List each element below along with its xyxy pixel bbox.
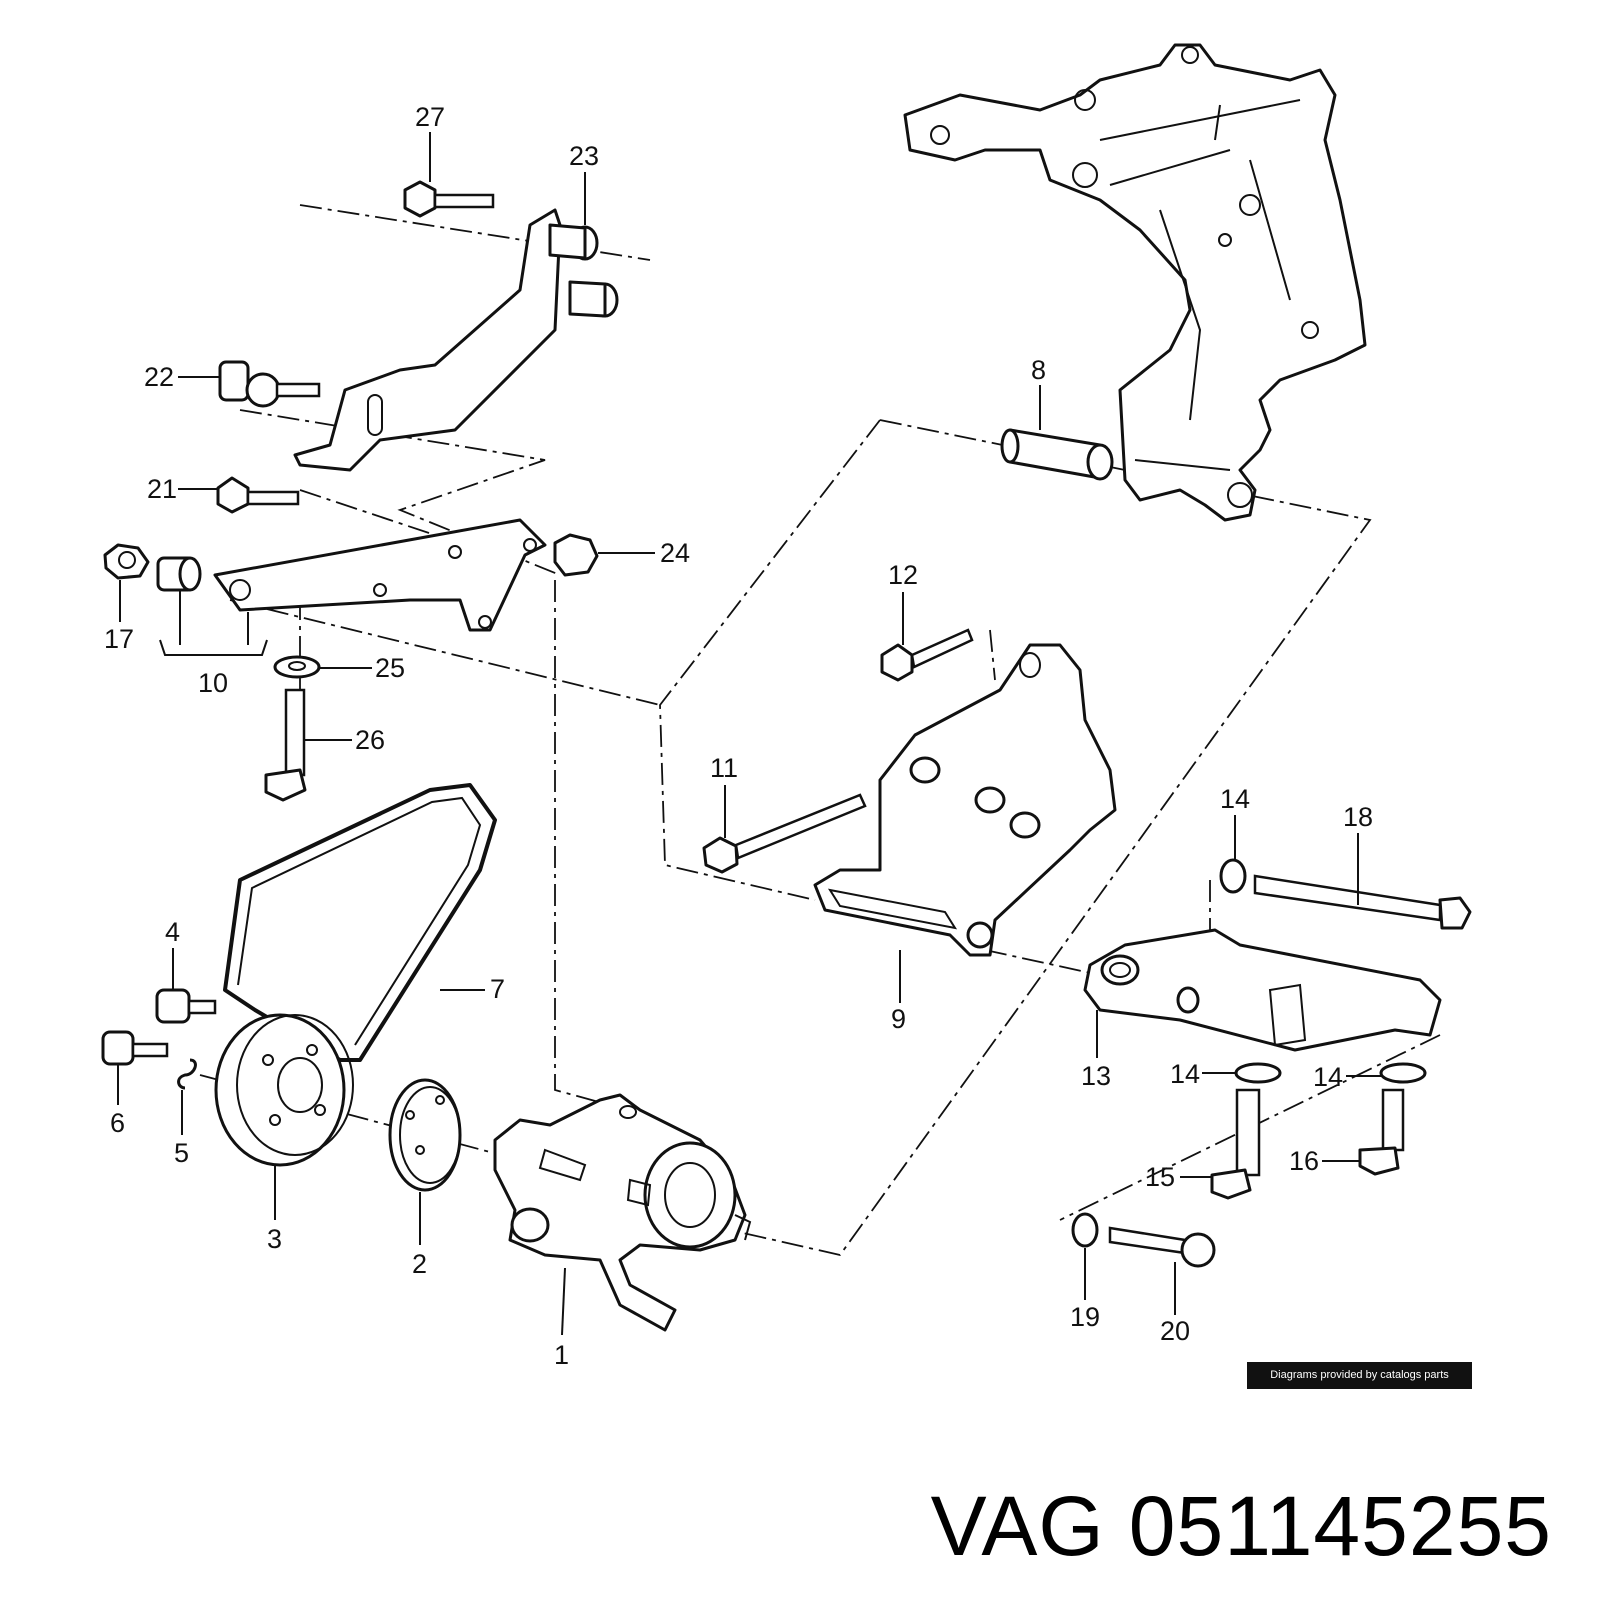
callout-27: 27 [415,102,445,132]
callout-24: 24 [660,538,690,568]
bolt-18 [1253,874,1472,930]
part-number: 051145255 [1128,1479,1552,1573]
callout-14-right: 14 [1313,1062,1343,1092]
callout-6: 6 [110,1108,125,1138]
callout-19: 19 [1070,1302,1100,1332]
callout-1: 1 [554,1340,569,1370]
flange-2 [388,1078,462,1192]
callout-14-top: 14 [1220,784,1250,814]
callout-25: 25 [375,653,405,683]
callout-15: 15 [1145,1162,1175,1192]
callout-23: 23 [569,141,599,171]
bracket-13 [1083,928,1442,1052]
washer-14-upper [1219,858,1247,894]
callout-10: 10 [198,668,228,698]
bolt-26 [264,688,307,802]
engine-mounting-bracket [903,43,1367,522]
screw-20 [1108,1226,1216,1268]
callout-20: 20 [1160,1316,1190,1346]
sleeve-part [156,556,202,592]
bolt-21 [216,476,300,514]
callout-numbers: 27 23 22 21 24 17 10 25 26 8 12 11 14 18… [104,102,1373,1370]
callout-7: 7 [490,974,505,1004]
sleeve-8 [1000,428,1114,481]
callout-13: 13 [1081,1061,1111,1091]
bolt-12 [880,628,974,682]
callout-17: 17 [104,624,134,654]
bolt-15 [1210,1088,1261,1200]
callout-18: 18 [1343,802,1373,832]
bracket-9 [813,643,1117,957]
washer-25 [273,655,321,679]
callout-9: 9 [891,1004,906,1034]
credit-badge: Diagrams provided by catalogs parts [1247,1362,1472,1389]
upper-bracket-part [293,208,619,472]
callout-22: 22 [144,362,174,392]
washer-14-left [1234,1062,1282,1084]
callout-21: 21 [147,474,177,504]
callout-4: 4 [165,917,180,947]
eye-bolt-22 [218,360,321,408]
callout-16: 16 [1289,1146,1319,1176]
washer-19 [1071,1212,1099,1248]
callout-8: 8 [1031,355,1046,385]
bolt-6 [101,1030,169,1066]
callout-26: 26 [355,725,385,755]
nut-24 [553,533,599,577]
callout-11: 11 [710,753,738,783]
callout-2: 2 [412,1249,427,1279]
callout-12: 12 [888,560,918,590]
callout-3: 3 [267,1224,282,1254]
bolt-27 [403,180,495,218]
power-steering-pump-1 [493,1093,752,1332]
nut-17 [103,543,150,580]
pulley-3 [214,1013,354,1167]
brand-name: VAG [930,1479,1105,1573]
bolt-16 [1358,1088,1405,1176]
leader-lines [117,132,1381,1336]
tension-arm-10 [213,518,547,632]
callout-5: 5 [174,1138,189,1168]
callout-14-left: 14 [1170,1059,1200,1089]
bolt-11 [702,793,867,874]
bolt-4 [155,988,217,1024]
washer-14-right [1379,1062,1427,1084]
clip-5 [177,1058,197,1090]
